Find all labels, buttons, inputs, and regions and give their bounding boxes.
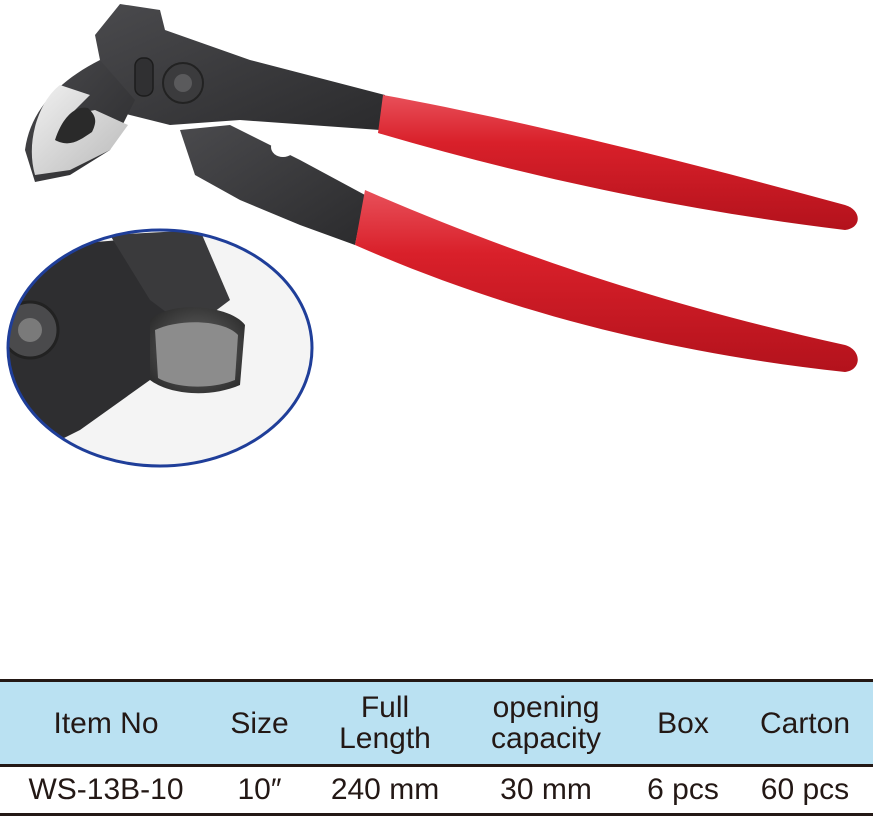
lower-handle — [355, 190, 858, 372]
header-label: Full — [360, 691, 410, 724]
spec-table: Item No Size Full Length opening capacit… — [0, 679, 873, 816]
header-opening-capacity: opening capacity — [463, 679, 629, 767]
header-label: opening — [492, 691, 600, 724]
cell-carton: 60 pcs — [737, 765, 873, 816]
header-item-no: Item No — [0, 679, 212, 767]
header-label: Carton — [759, 706, 851, 740]
header-label: Length — [339, 722, 431, 755]
pliers-illustration — [25, 4, 858, 372]
header-label: Size — [230, 706, 289, 740]
cell-full-length: 240 mm — [307, 765, 463, 816]
cell-item-no: WS-13B-10 — [0, 765, 212, 816]
upper-handle — [378, 95, 858, 230]
header-full-length: Full Length — [307, 679, 463, 767]
cell-opening-capacity: 30 mm — [463, 765, 629, 816]
detail-inset — [6, 228, 314, 468]
table-row: WS-13B-10 10″ 240 mm 30 mm 6 pcs 60 pcs — [0, 765, 873, 816]
cell-box: 6 pcs — [629, 765, 737, 816]
header-label: Box — [657, 706, 709, 740]
header-carton: Carton — [737, 679, 873, 767]
header-size: Size — [212, 679, 307, 767]
cell-size: 10″ — [212, 765, 307, 816]
header-label: capacity — [490, 722, 602, 755]
product-image — [6, 4, 858, 468]
spec-table-header: Item No Size Full Length opening capacit… — [0, 679, 873, 767]
header-box: Box — [629, 679, 737, 767]
header-label: Item No — [53, 706, 159, 740]
